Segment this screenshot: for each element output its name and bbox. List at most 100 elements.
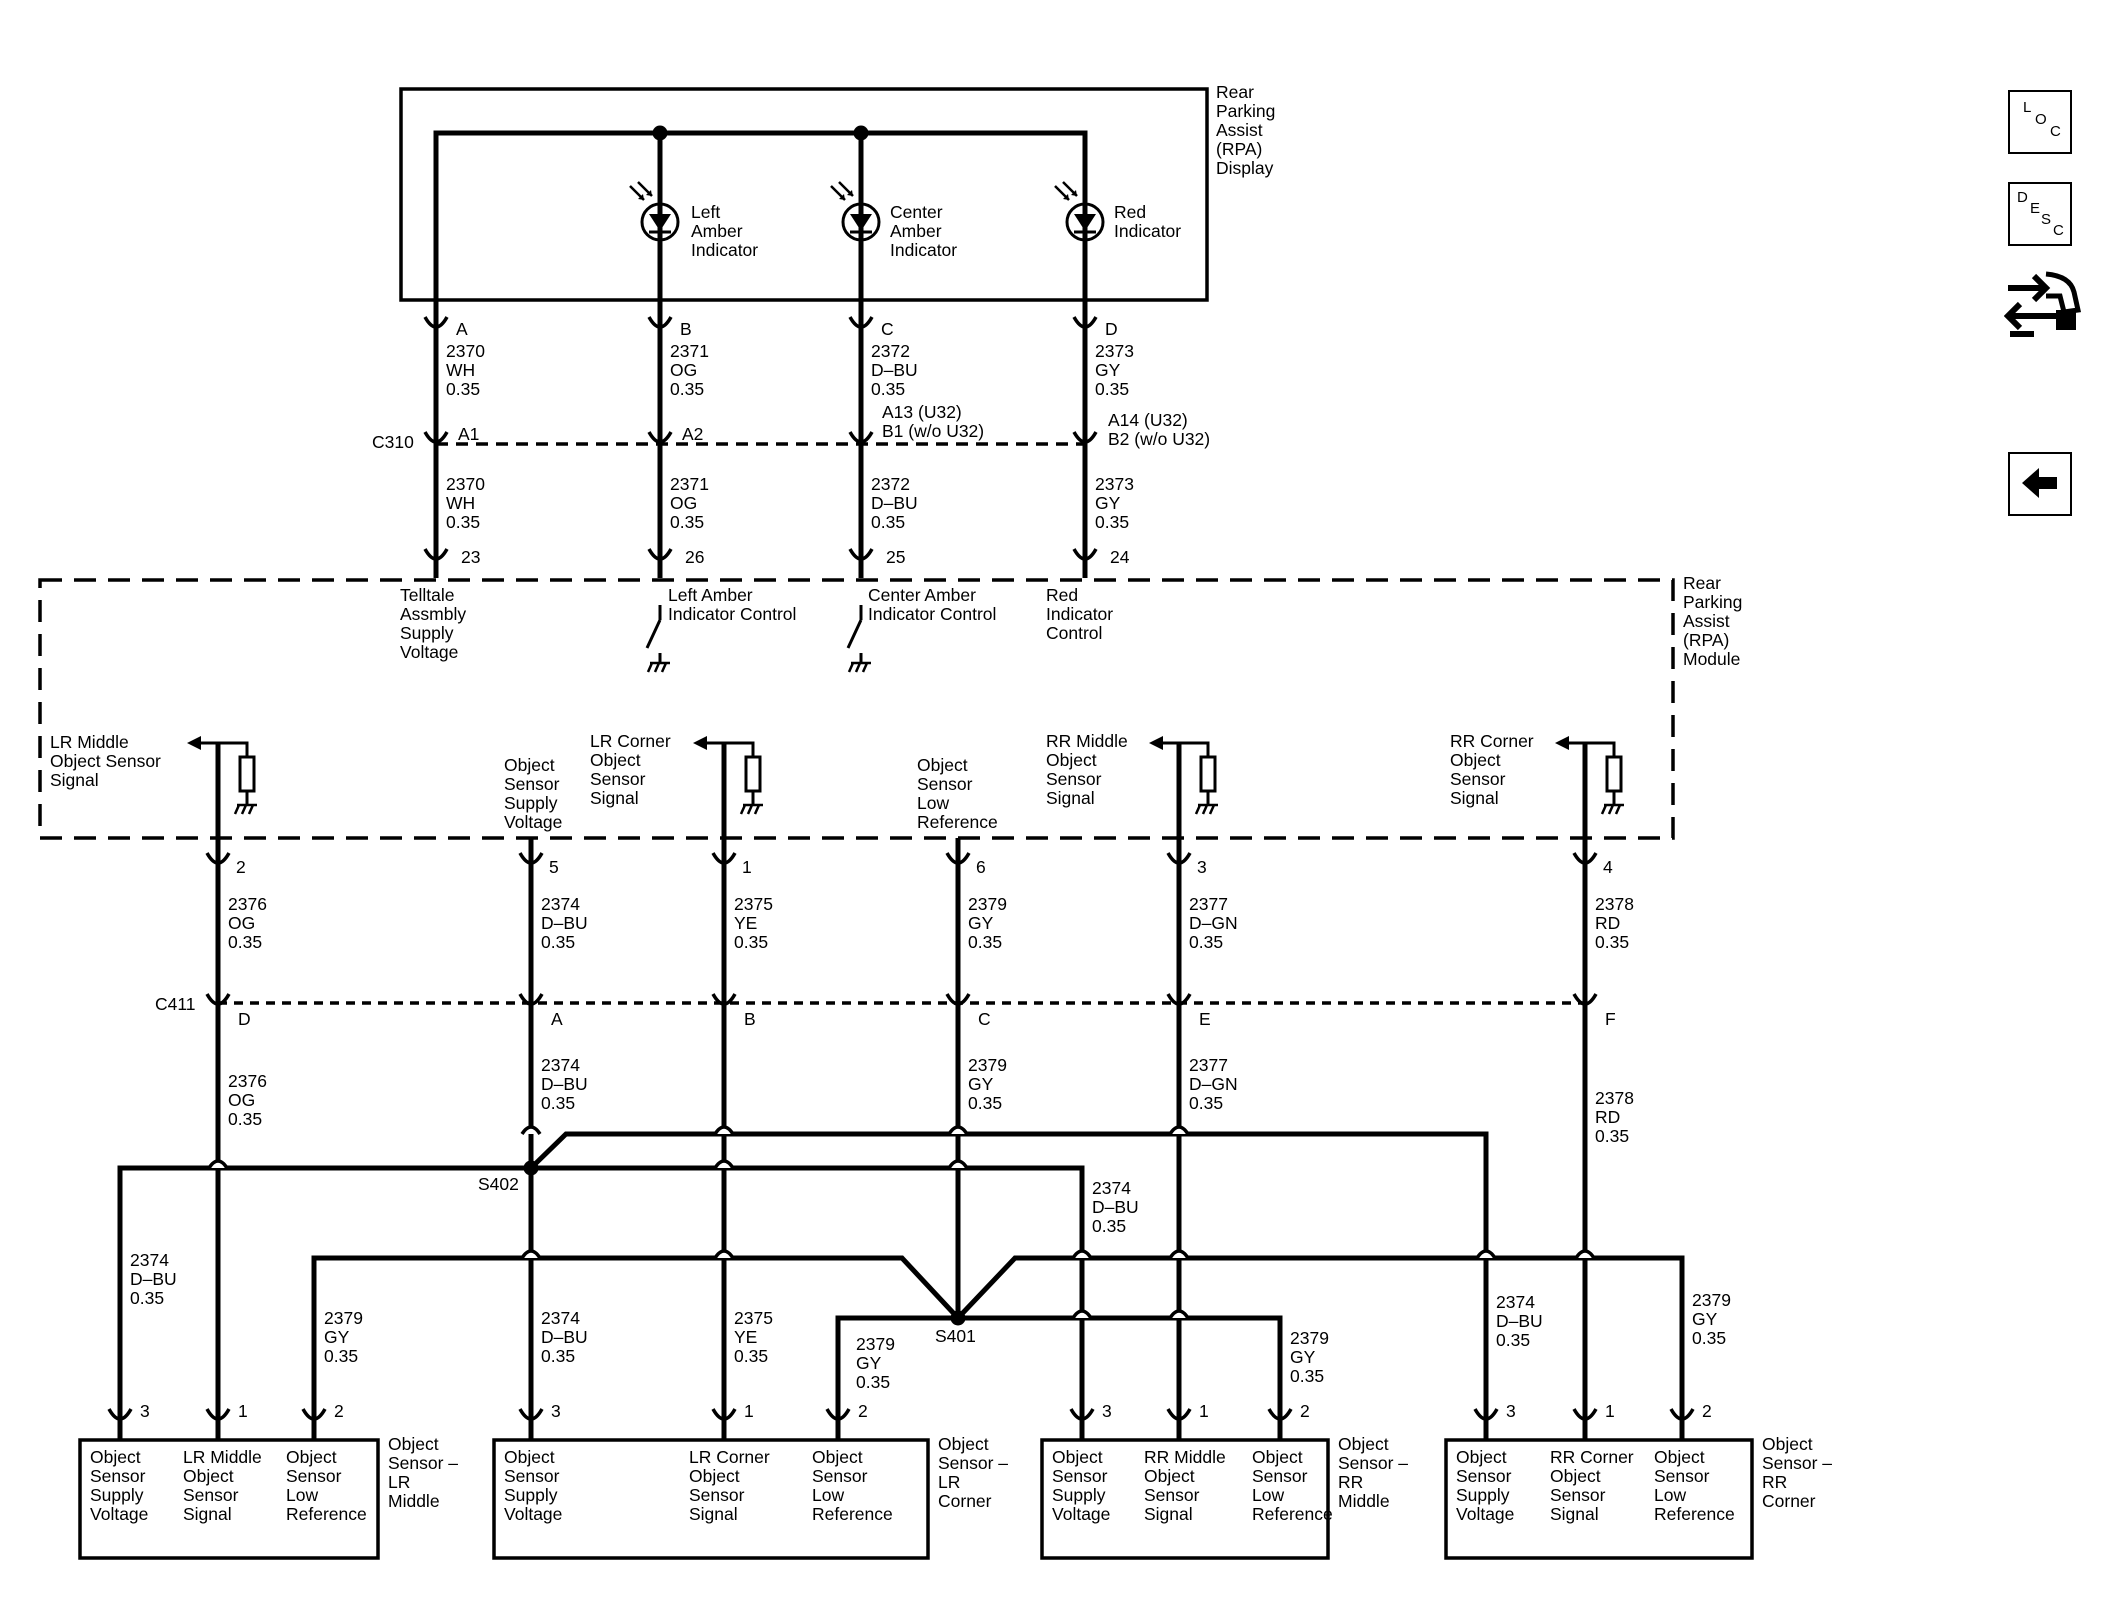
sensor-pin-label: 1 bbox=[1605, 1401, 1615, 1421]
connector-terminal bbox=[1267, 1408, 1293, 1421]
connector-terminal bbox=[518, 1408, 544, 1421]
sensor-box bbox=[492, 1438, 930, 1560]
module-pin-label: 2 bbox=[236, 857, 246, 877]
signal-arrow-head bbox=[1555, 736, 1569, 750]
pull-down-branch bbox=[1179, 741, 1210, 757]
led-icon bbox=[640, 202, 680, 242]
sensor-pin-label: 2 bbox=[858, 1401, 868, 1421]
module-pin-label: 24 bbox=[1110, 547, 1130, 567]
connector-icon[interactable] bbox=[2003, 270, 2084, 346]
connector-terminal bbox=[647, 316, 673, 329]
c310-pin-label: A2 bbox=[682, 424, 703, 444]
ground-symbol bbox=[739, 803, 763, 815]
pull-down-branch bbox=[724, 741, 755, 757]
splice-s402 bbox=[523, 1160, 539, 1176]
pull-down-branch bbox=[1585, 741, 1616, 757]
connector-terminal bbox=[1572, 993, 1598, 1006]
connector-terminal bbox=[518, 993, 544, 1006]
connector-terminal bbox=[945, 993, 971, 1006]
led-icon bbox=[1065, 202, 1105, 242]
led-icon bbox=[1074, 214, 1096, 231]
display-junction bbox=[853, 125, 869, 141]
supply-wire bbox=[529, 1131, 1489, 1440]
display-pin-label: A bbox=[456, 319, 468, 339]
c411-pin-label: D bbox=[238, 1009, 251, 1029]
ground-symbol bbox=[646, 661, 670, 673]
display-bus bbox=[433, 130, 1088, 300]
connector-terminal bbox=[945, 852, 971, 865]
connector-terminal bbox=[423, 431, 449, 444]
connector-terminal bbox=[848, 431, 874, 444]
display-pin-label: B bbox=[680, 319, 692, 339]
sensor-pin-label: 3 bbox=[551, 1401, 561, 1421]
display-pin-label: D bbox=[1105, 319, 1118, 339]
connector-terminal bbox=[107, 1408, 133, 1421]
connector-terminal bbox=[205, 852, 231, 865]
led-icon bbox=[850, 214, 872, 231]
c411-label: C411 bbox=[155, 994, 196, 1014]
connector-terminal bbox=[711, 1408, 737, 1421]
wire-crossover bbox=[947, 1159, 969, 1170]
module-pin-label: 3 bbox=[1197, 857, 1207, 877]
sensor-box bbox=[1040, 1438, 1330, 1560]
wire-crossover bbox=[713, 1159, 735, 1170]
connector-terminal bbox=[301, 1408, 327, 1421]
signal-arrow-head bbox=[1149, 736, 1163, 750]
supply-wire bbox=[117, 1165, 531, 1440]
c310-pin-label: A1 bbox=[458, 424, 479, 444]
connector-terminal bbox=[1072, 548, 1098, 561]
connector-terminal bbox=[1166, 993, 1192, 1006]
connector-terminal bbox=[1166, 852, 1192, 865]
back-arrow-icon[interactable] bbox=[2008, 452, 2072, 516]
connector-terminal bbox=[1572, 852, 1598, 865]
connector-terminal bbox=[1166, 1408, 1192, 1421]
c411-pin-label: E bbox=[1199, 1009, 1211, 1029]
c310-pin-label: A14 (U32)B2 (w/o U32) bbox=[1108, 410, 1210, 449]
c411-pin-label: C bbox=[978, 1009, 991, 1029]
resistor-icon bbox=[1605, 755, 1623, 793]
led-icon bbox=[841, 202, 881, 242]
splice-s401 bbox=[950, 1310, 966, 1326]
resistor-icon bbox=[1199, 755, 1217, 793]
resistor-icon bbox=[744, 755, 762, 793]
wire-crossover bbox=[1574, 1249, 1596, 1260]
module-pin-label: 1 bbox=[742, 857, 752, 877]
wire-crossover bbox=[1071, 1249, 1093, 1260]
connector-terminal bbox=[711, 993, 737, 1006]
connector-terminal bbox=[647, 548, 673, 561]
wire-crossover bbox=[1475, 1249, 1497, 1260]
sensor-box bbox=[1444, 1438, 1754, 1560]
